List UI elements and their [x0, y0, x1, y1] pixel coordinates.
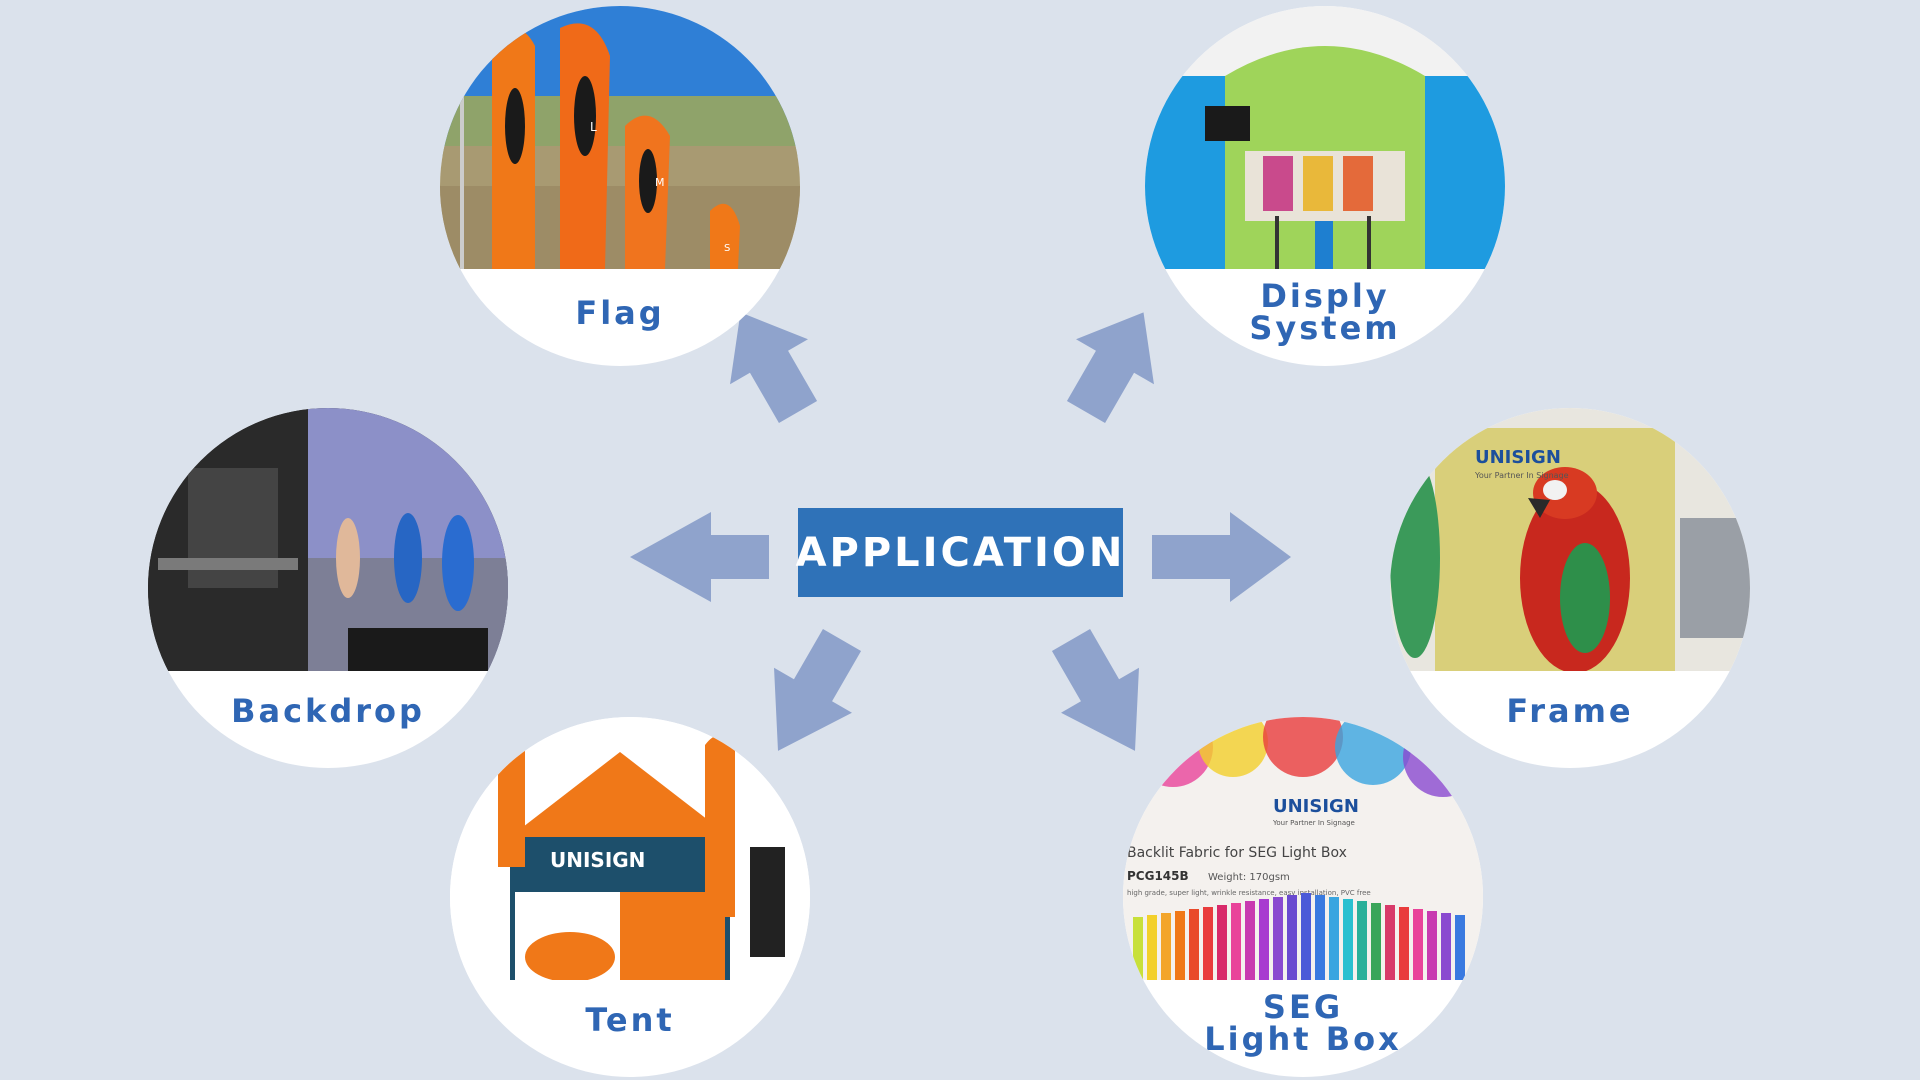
flag-letter-m: M — [655, 176, 665, 189]
backdrop-image — [148, 408, 508, 671]
tent-photo: UNISIGN — [450, 717, 810, 980]
frame-tagline: Your Partner In Signage — [1474, 471, 1569, 480]
application-center-box: APPLICATION — [795, 508, 1126, 597]
tent-label: Tent — [450, 1003, 810, 1037]
seg-unisign-logo: UNISIGN — [1273, 796, 1359, 817]
flag-image: L M S — [440, 6, 800, 269]
flag-label-line: Flag — [575, 294, 665, 332]
seg-image: UNISIGN Your Partner In Signage Backlit … — [1123, 717, 1483, 980]
arrow-to-backdrop — [630, 512, 769, 602]
flag-photo: L M S — [440, 6, 800, 269]
center-label: APPLICATION — [795, 529, 1126, 576]
seg-tagline: Your Partner In Signage — [1272, 819, 1355, 827]
display-label: Disply System — [1145, 280, 1505, 344]
seg-label-line-1: SEG — [1262, 988, 1344, 1026]
tent-label-line: Tent — [585, 1001, 675, 1039]
arrow-to-frame — [1152, 512, 1291, 602]
frame-image: UNISIGN Your Partner In Signage — [1390, 408, 1750, 671]
tent-image: UNISIGN — [450, 717, 810, 980]
seg-label-line-2: Light Box — [1204, 1020, 1402, 1058]
display-photo — [1145, 6, 1505, 269]
flag-letter-s: S — [724, 243, 730, 254]
bubble-tent: UNISIGN Tent — [450, 717, 810, 1077]
frame-label-line: Frame — [1506, 692, 1634, 730]
bubble-display-system: Disply System — [1145, 6, 1505, 366]
display-image — [1145, 6, 1505, 269]
bubble-frame: UNISIGN Your Partner In Signage Frame — [1390, 408, 1750, 768]
backdrop-photo — [148, 408, 508, 671]
seg-code-text: PCG145B — [1127, 869, 1189, 883]
tent-unisign-logo: UNISIGN — [550, 848, 645, 872]
seg-desc-text: high grade, super light, wrinkle resista… — [1127, 889, 1371, 897]
seg-title-text: Backlit Fabric for SEG Light Box — [1127, 845, 1347, 861]
arrow-to-flag — [730, 312, 818, 423]
bubble-backdrop: Backdrop — [148, 408, 508, 768]
bubble-seg-light-box: UNISIGN Your Partner In Signage Backlit … — [1123, 717, 1483, 1077]
bubble-flag: L M S Flag — [440, 6, 800, 366]
colored-pencils — [1133, 893, 1465, 980]
frame-photo: UNISIGN Your Partner In Signage — [1390, 408, 1750, 671]
frame-unisign-logo: UNISIGN — [1475, 447, 1561, 468]
flag-letter-l: L — [590, 120, 597, 134]
arrow-to-display — [1066, 312, 1154, 423]
backdrop-label-line: Backdrop — [231, 692, 425, 730]
backdrop-label: Backdrop — [148, 694, 508, 728]
frame-label: Frame — [1390, 694, 1750, 728]
arrow-to-seg — [1051, 629, 1139, 751]
seg-label: SEG Light Box — [1123, 991, 1483, 1055]
display-label-line-1: Disply — [1260, 277, 1390, 315]
display-label-line-2: System — [1249, 309, 1401, 347]
flag-label: Flag — [440, 296, 800, 330]
seg-photo: UNISIGN Your Partner In Signage Backlit … — [1123, 717, 1483, 980]
seg-weight-text: Weight: 170gsm — [1208, 872, 1290, 883]
